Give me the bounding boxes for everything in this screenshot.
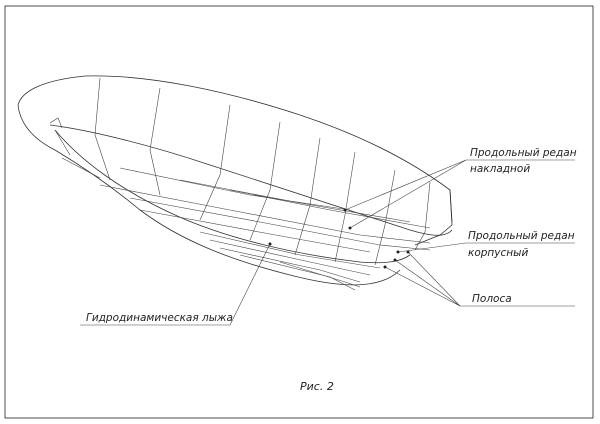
hull-keel-line <box>54 129 411 264</box>
label-hull-step-line1: Продольный редан <box>468 230 575 242</box>
station-lines <box>94 77 431 266</box>
label-hull-step-line2: корпусный <box>468 247 528 259</box>
hull-bow-outline <box>17 104 401 286</box>
label-strip: Полоса <box>472 293 512 305</box>
hull-deck-line <box>17 75 453 223</box>
leader-lines <box>80 159 575 326</box>
hull-drawing <box>17 75 453 291</box>
figure-caption: Рис. 2 <box>300 380 334 393</box>
hull-transom <box>414 189 453 246</box>
bow-tip-detail <box>49 117 101 179</box>
label-hydroski: Гидродинамическая лыжа <box>86 312 233 324</box>
longitudinal-steps <box>99 167 431 291</box>
page-frame <box>4 5 594 419</box>
label-overlay-step-line2: накладной <box>470 163 530 175</box>
label-overlay-step-line1: Продольный редан <box>470 147 577 159</box>
